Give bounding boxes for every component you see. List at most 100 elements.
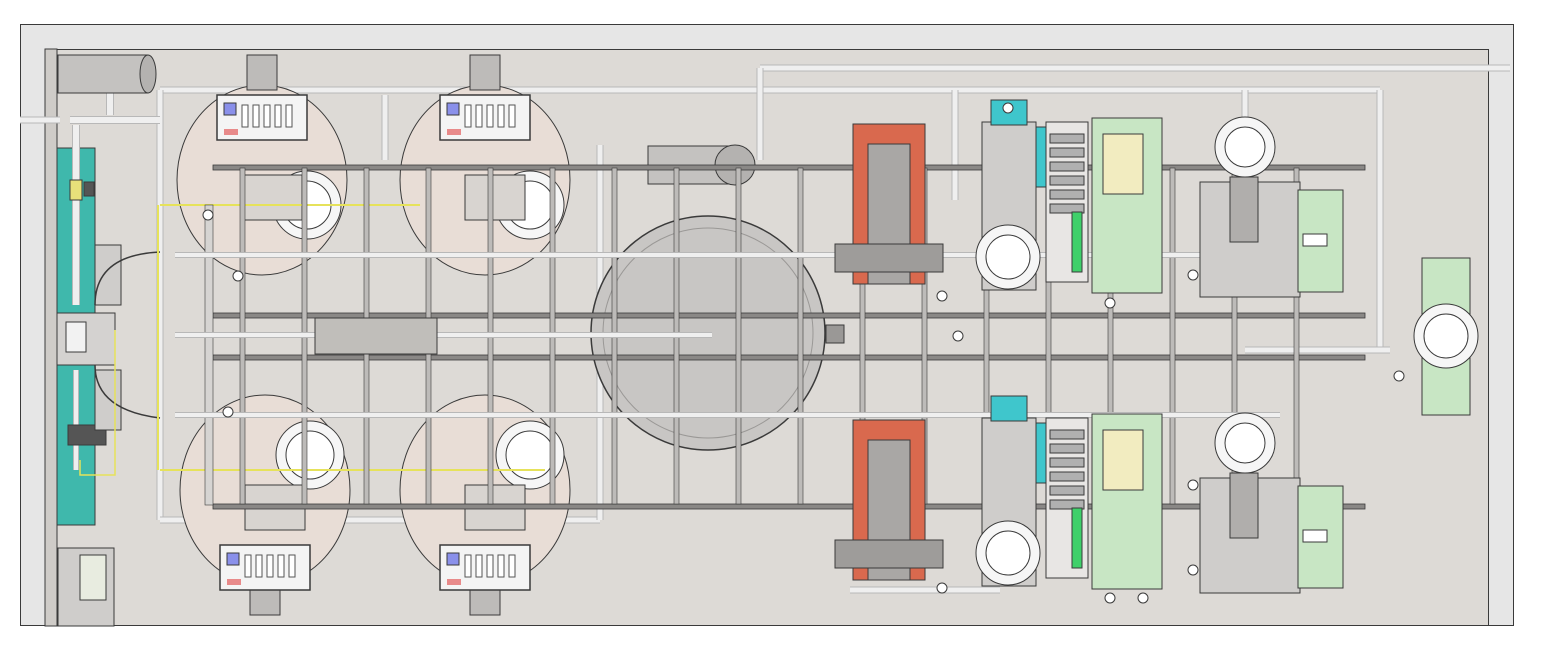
- terminal-block: [1049, 203, 1085, 214]
- nameplate: [1302, 233, 1328, 247]
- lower-cabinet-door: [79, 554, 107, 601]
- transfer-vessel: [314, 317, 438, 355]
- control-relay: [475, 554, 483, 578]
- tank-skid: [834, 539, 944, 569]
- valve-icon: [1187, 479, 1199, 491]
- valve-icon: [952, 330, 964, 342]
- terminal-block: [1049, 429, 1085, 440]
- valve-icon: [1137, 592, 1149, 604]
- horizontal-vessel-topleft: [57, 54, 157, 94]
- terminal-block: [1049, 189, 1085, 200]
- valve-icon: [936, 290, 948, 302]
- terminal-block: [1049, 471, 1085, 482]
- control-relay: [464, 104, 472, 128]
- control-tag-red: [227, 579, 241, 585]
- filter-unit-1: [69, 179, 83, 201]
- valve-icon: [936, 582, 948, 594]
- control-tag-blue: [226, 552, 240, 566]
- terminal-block: [1049, 443, 1085, 454]
- control-relay: [241, 104, 249, 128]
- control-relay: [252, 104, 260, 128]
- control-relay: [497, 104, 505, 128]
- valve-icon: [1393, 370, 1405, 382]
- left-control-panels: [56, 125, 122, 627]
- frame-beam: [212, 503, 1366, 510]
- frame-beam: [212, 354, 1366, 361]
- control-relay: [497, 554, 505, 578]
- cyan-strip: [1035, 422, 1047, 484]
- green-strip: [1071, 507, 1083, 569]
- instrument-lines: [79, 204, 545, 476]
- control-relay: [255, 554, 263, 578]
- column-vessel: [1229, 472, 1259, 539]
- valve-icon: [1104, 297, 1116, 309]
- column-vessel: [1229, 176, 1259, 243]
- valve-icon: [222, 406, 234, 418]
- control-tag-red: [447, 579, 461, 585]
- side-cabinet-lower: [94, 369, 122, 431]
- control-relay: [274, 104, 282, 128]
- control-relay: [285, 104, 293, 128]
- left-wall: [44, 48, 58, 627]
- vessel-manway: [825, 324, 845, 344]
- cyan-box: [990, 395, 1028, 422]
- control-tag-red: [224, 129, 238, 135]
- equipment-skid: [241, 174, 303, 221]
- frame-post: [1169, 167, 1176, 505]
- control-relay: [508, 554, 516, 578]
- equipment-skid: [464, 174, 526, 221]
- tank-skid: [834, 243, 944, 273]
- vessel-body: [57, 54, 149, 94]
- right-pump-skid: [1413, 257, 1479, 416]
- cream-block: [1102, 133, 1144, 195]
- frame-post-left: [204, 204, 214, 506]
- control-tag-red: [447, 129, 461, 135]
- control-relay: [277, 554, 285, 578]
- pump-impeller-ring: [1224, 126, 1266, 168]
- side-cabinet-upper: [94, 244, 122, 306]
- valve-icon: [83, 181, 95, 197]
- control-relay: [244, 554, 252, 578]
- pump-impeller-ring: [985, 234, 1031, 280]
- terminal-block: [1049, 161, 1085, 172]
- red-tank-upper: [834, 123, 944, 285]
- round-tank-2: [399, 54, 571, 276]
- control-relay: [475, 104, 483, 128]
- pump-impeller-ring: [505, 430, 555, 480]
- cyan-strip: [1035, 126, 1047, 188]
- valve-icon: [1187, 564, 1199, 576]
- terminal-block: [1049, 457, 1085, 468]
- control-relay: [263, 104, 271, 128]
- terminal-block: [1049, 147, 1085, 158]
- red-tank-lower: [834, 419, 944, 581]
- curved-pipe-lower: [94, 364, 161, 419]
- valves: [202, 102, 1405, 604]
- yellow-line-left: [79, 330, 116, 476]
- green-strip: [1071, 211, 1083, 273]
- control-tag-blue: [223, 102, 237, 116]
- frame-beam: [212, 312, 1366, 319]
- pump-impeller-ring: [1423, 313, 1469, 359]
- control-relay: [486, 554, 494, 578]
- pump-impeller-ring: [285, 430, 335, 480]
- valve-icon: [1187, 269, 1199, 281]
- structural-frame: [175, 164, 1366, 510]
- nameplate: [1302, 529, 1328, 543]
- cream-block: [1102, 429, 1144, 491]
- control-relay: [288, 554, 296, 578]
- terminal-block: [1049, 133, 1085, 144]
- frame-beam: [212, 164, 1366, 171]
- terminal-block: [1049, 499, 1085, 510]
- control-relay: [508, 104, 516, 128]
- valve-icon: [232, 270, 244, 282]
- frame-post: [797, 167, 804, 505]
- pump-impeller-ring: [985, 530, 1031, 576]
- control-relay: [464, 554, 472, 578]
- terminal-block: [1049, 175, 1085, 186]
- valve-icon: [1104, 592, 1116, 604]
- terminal-block: [1049, 485, 1085, 496]
- pump-impeller-ring: [1224, 422, 1266, 464]
- tank-nozzle: [246, 54, 278, 91]
